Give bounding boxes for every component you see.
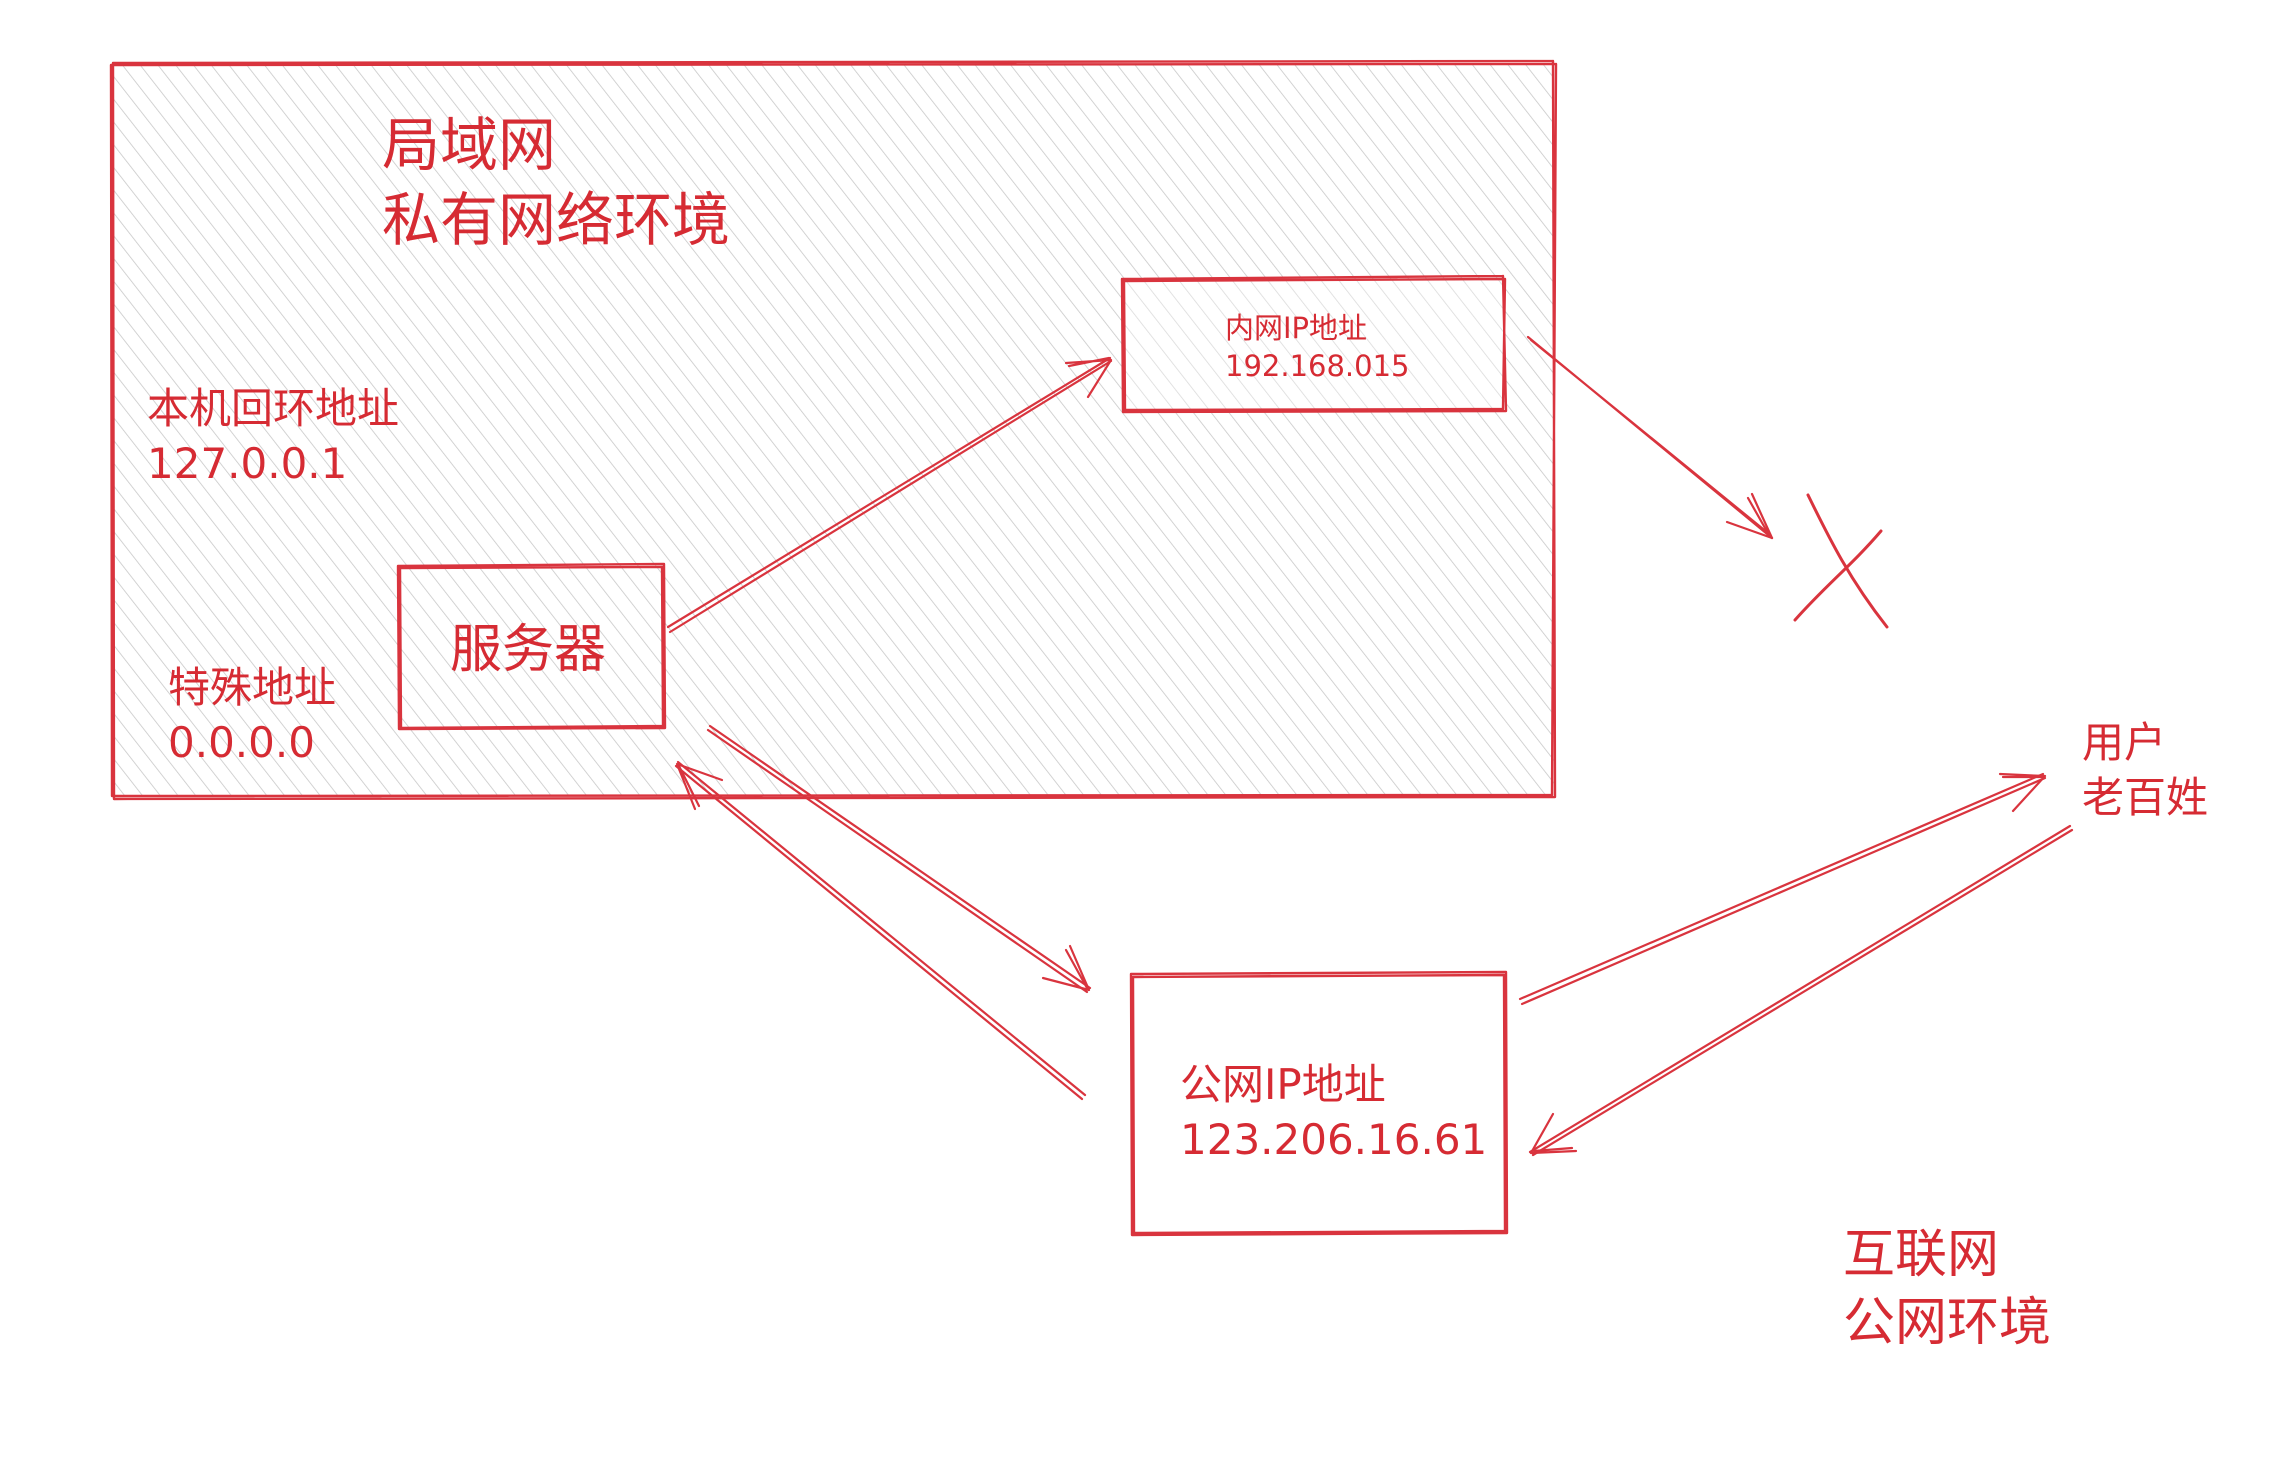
user-line2: 老百姓	[2082, 772, 2209, 822]
lan-title-line1: 局域网	[382, 111, 557, 179]
arrow-server-to-public	[706, 724, 1092, 994]
public-address: 公网IP地址 123.206.16.61	[1180, 1058, 1487, 1167]
server-box-border	[396, 562, 667, 731]
arrow-public-to-user	[1518, 772, 2047, 1006]
server-label: 服务器	[450, 620, 607, 680]
intranet-address: 内网IP地址 192.168.015	[1225, 310, 1410, 385]
lan-title: 局域网 私有网络环境	[382, 108, 730, 259]
public-ip-value: 123.206.16.61	[1180, 1114, 1488, 1164]
user-label: 用户 老百姓	[2082, 716, 2208, 825]
blocked-x-mark	[1793, 493, 1889, 629]
lan-border	[109, 59, 1558, 801]
arrow-user-to-public	[1528, 824, 2074, 1157]
special-label: 特殊地址	[168, 663, 337, 712]
arrow-public-to-server	[674, 760, 1087, 1101]
internet-label: 互联网 公网环境	[1843, 1222, 2051, 1357]
arrow-intranet-to-blocked	[1526, 335, 1774, 540]
intranet-ip: 192.168.015	[1225, 348, 1410, 383]
internet-line2: 公网环境	[1843, 1292, 2052, 1353]
intranet-box	[1120, 274, 1508, 414]
public-ip-label: 公网IP地址	[1180, 1060, 1386, 1109]
public-ip-box	[1129, 970, 1509, 1237]
loopback-address: 本机回环地址 127.0.0.1	[147, 382, 399, 491]
special-address: 特殊地址 0.0.0.0	[168, 661, 336, 770]
loopback-ip: 127.0.0.1	[147, 438, 348, 488]
intranet-box-border	[1120, 274, 1508, 414]
loopback-label: 本机回环地址	[147, 384, 400, 433]
internet-line1: 互联网	[1843, 1225, 2000, 1285]
intranet-label: 内网IP地址	[1225, 311, 1368, 345]
arrow-server-to-intranet	[666, 356, 1113, 634]
lan-hatch-fill	[114, 64, 1554, 796]
server-box	[396, 562, 667, 731]
public-ip-box-border	[1129, 970, 1509, 1237]
lan-title-line2: 私有网络环境	[382, 186, 731, 255]
lan-region	[109, 59, 1558, 801]
special-ip: 0.0.0.0	[168, 717, 315, 767]
user-line1: 用户	[2082, 718, 2167, 767]
